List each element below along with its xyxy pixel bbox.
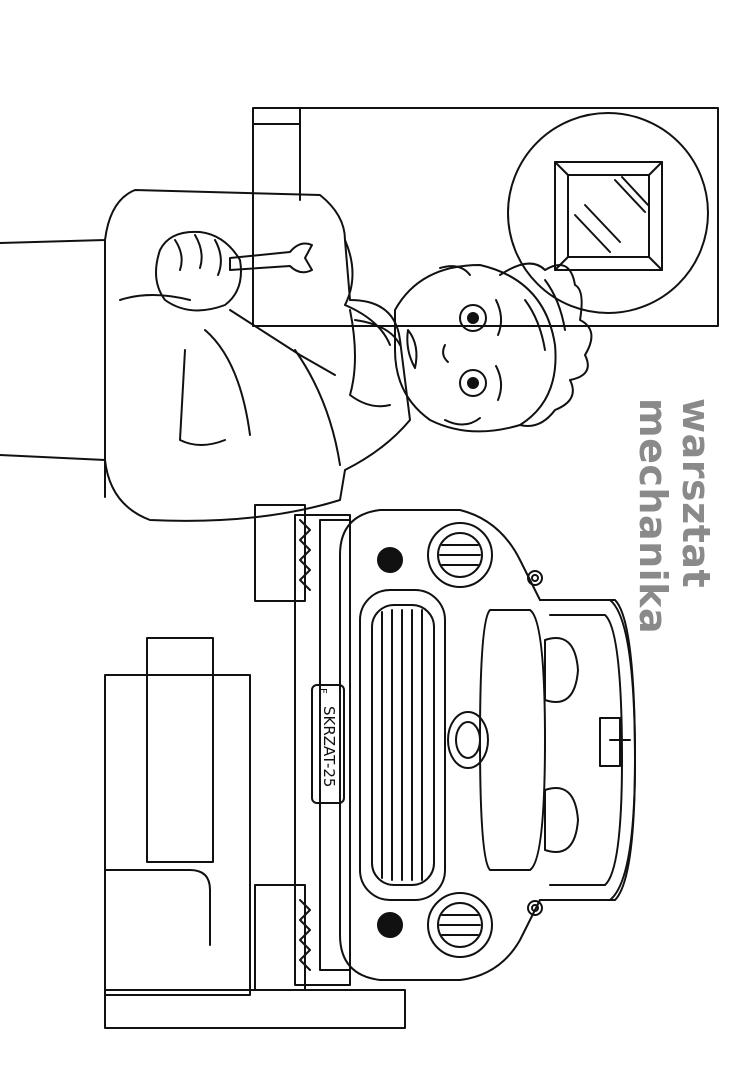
- mechanic: [0, 189, 593, 522]
- license-plate: [311, 684, 345, 804]
- license-plate-number: SKRZAT-25: [320, 706, 338, 788]
- car: [311, 509, 636, 981]
- car-lift: [254, 504, 351, 991]
- page-title-line-2: mechanika: [631, 398, 675, 635]
- wall-mirror: [507, 112, 709, 314]
- page-title-line-1: warsztat: [674, 398, 718, 589]
- license-plate-country: F: [317, 688, 328, 694]
- wall-panel: [252, 107, 719, 327]
